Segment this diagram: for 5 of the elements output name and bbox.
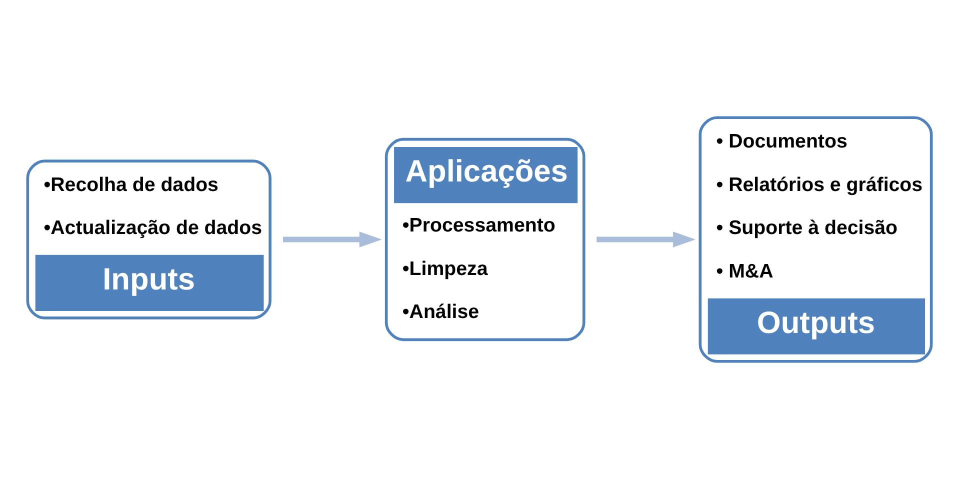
node-box: • Documentos • Relatórios e gráficos • Suporte à decisão • M&A Outputs [698,116,933,362]
arrow [283,231,382,247]
node-box: Aplicações •Processamento •Limpeza •Análise [384,137,586,341]
arrow [596,231,696,247]
node-box: •Recolha de dados •Actualização de dados Inputs [26,159,272,319]
